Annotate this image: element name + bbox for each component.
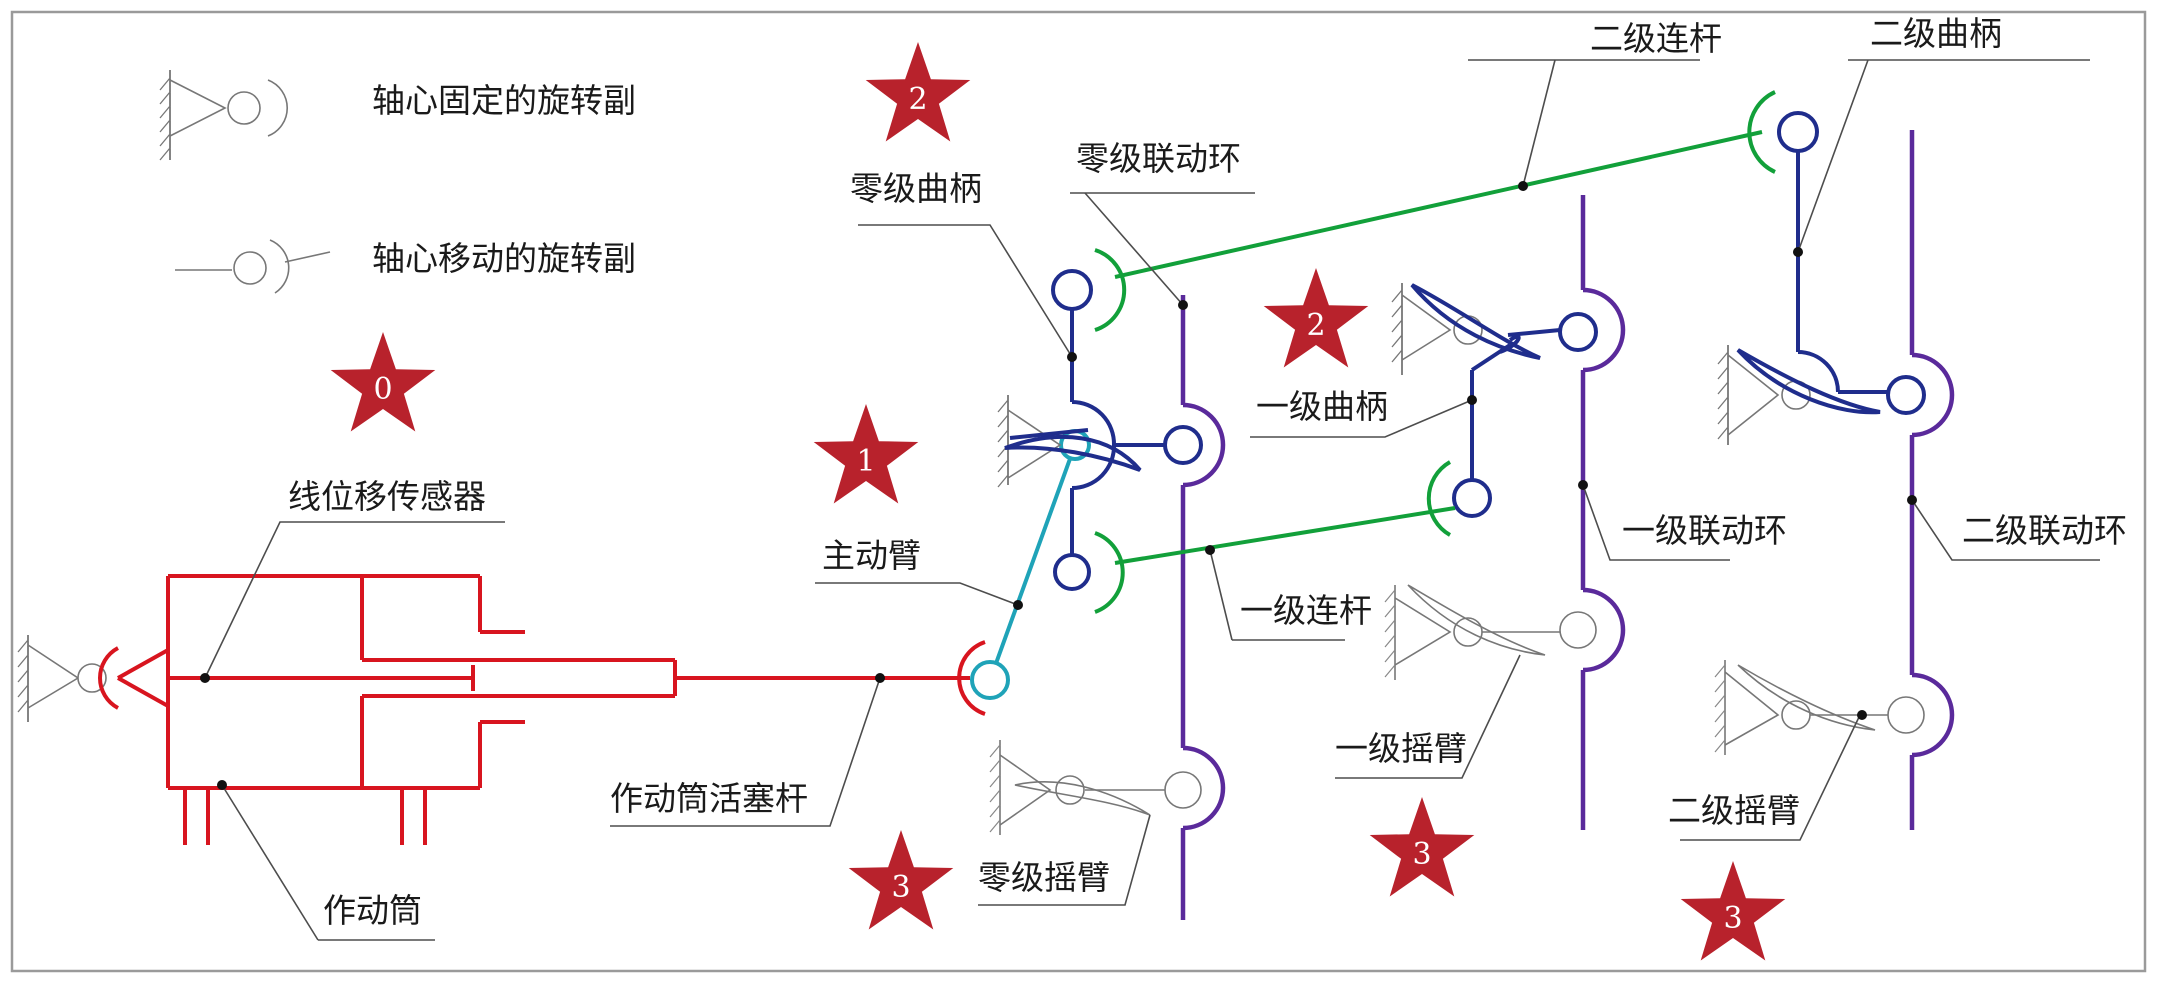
star-stage-3b-number: 3	[1412, 837, 1431, 872]
crank0-lower-joint	[1053, 553, 1091, 591]
crank1-ring-joint	[1558, 312, 1598, 352]
crank1-lower-joint	[1452, 478, 1492, 518]
star-stage-1: 1	[813, 404, 919, 504]
link-rod-stage-1	[1114, 506, 1456, 565]
star-stage-3a: 3	[848, 830, 954, 930]
crank2-ring-joint	[1886, 375, 1926, 415]
crank0-ring-joint	[1163, 425, 1203, 465]
star-stage-0: 0	[330, 332, 436, 432]
rocker1-ring-joint	[1559, 611, 1597, 649]
rocker-stage-0	[989, 740, 1202, 835]
star-stage-1-number: 1	[856, 444, 875, 479]
label-crank2: 二级曲柄	[1870, 14, 2002, 53]
label-sensor: 线位移传感器	[288, 477, 486, 516]
actuator-base-socket	[98, 646, 119, 710]
label-rod1: 一级连杆	[1240, 591, 1372, 630]
label-ring2: 二级联动环	[1962, 511, 2127, 550]
ring-stage-0	[1180, 295, 1226, 920]
label-crank0: 零级曲柄	[850, 169, 982, 208]
star-stage-3a-number: 3	[891, 870, 910, 905]
rocker-stage-2	[1714, 660, 1925, 755]
frame-border	[10, 10, 2147, 973]
star-stage-2a: 2	[865, 42, 971, 142]
rocker-stage-1	[1384, 584, 1597, 680]
actuator-assembly	[17, 574, 986, 845]
star-stage-0-number: 0	[373, 372, 392, 407]
ring-stage-2	[1909, 130, 1955, 830]
crank-stage-2	[1717, 90, 1926, 445]
label-ring0: 零级联动环	[1076, 139, 1241, 178]
link-rod-stage-2	[1114, 130, 1763, 279]
label-rocker0: 零级摇臂	[978, 858, 1110, 897]
crank2-upper-joint	[1777, 111, 1819, 153]
label-main-arm: 主动臂	[822, 536, 921, 575]
label-ring1: 一级联动环	[1622, 511, 1787, 550]
label-rod2: 二级连杆	[1590, 19, 1722, 58]
label-cylinder: 作动筒	[323, 891, 422, 930]
rocker0-ring-joint	[1164, 771, 1202, 809]
label-rocker1: 一级摇臂	[1335, 729, 1467, 768]
leader-lines	[200, 59, 2100, 941]
star-stage-2b: 2	[1263, 268, 1369, 368]
star-stage-2b-number: 2	[1306, 308, 1325, 343]
legend-moving-pivot	[175, 239, 331, 294]
label-piston-rod: 作动筒活塞杆	[610, 779, 808, 818]
label-crank1: 一级曲柄	[1256, 387, 1388, 426]
crank-stage-1	[1391, 283, 1598, 537]
label-rocker2: 二级摇臂	[1668, 791, 1800, 830]
rocker2-ring-joint	[1887, 696, 1925, 734]
star-stage-2a-number: 2	[908, 82, 927, 117]
star-stage-3b: 3	[1369, 797, 1475, 897]
piston-rod-socket	[957, 640, 986, 716]
crank0-upper-joint	[1051, 269, 1093, 311]
main-arm-lower-joint	[970, 660, 1010, 700]
star-stage-3c-number: 3	[1723, 901, 1742, 936]
legend-moving-pivot-label: 轴心移动的旋转副	[372, 239, 636, 278]
legend-fixed-pivot	[159, 70, 289, 161]
crank-stage-0	[997, 248, 1203, 614]
legend-fixed-pivot-label: 轴心固定的旋转副	[372, 81, 636, 120]
ring-stage-1	[1580, 195, 1626, 830]
star-stage-3c: 3	[1680, 861, 1786, 961]
